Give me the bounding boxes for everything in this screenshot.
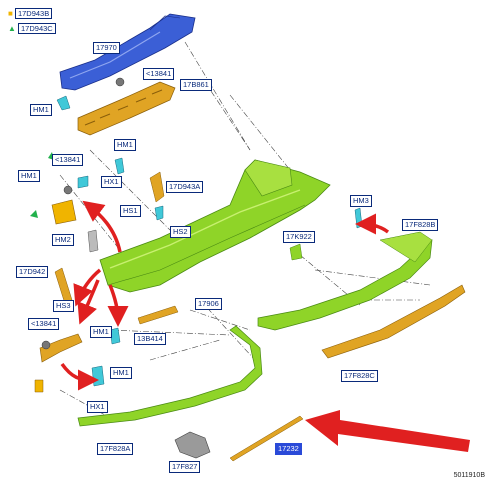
part-label-17K922[interactable]: 17K922 bbox=[283, 231, 315, 243]
part-label-13841-a[interactable]: <13841 bbox=[143, 68, 175, 80]
impact-beam bbox=[59, 13, 196, 91]
part-label-HM1-b[interactable]: HM1 bbox=[114, 139, 136, 151]
part-label-HS3[interactable]: HS3 bbox=[53, 300, 74, 312]
moulding-lower bbox=[77, 325, 263, 427]
trim-strip bbox=[229, 415, 304, 462]
part-label-17F827[interactable]: 17F827 bbox=[169, 461, 201, 473]
part-label-17D943A[interactable]: 17D943A bbox=[166, 181, 204, 193]
diagram-code: 5011910B bbox=[453, 472, 485, 479]
part-label-HM1-a[interactable]: HM1 bbox=[30, 104, 52, 116]
part-label-HX1-a[interactable]: HX1 bbox=[101, 176, 122, 188]
legend-square-code[interactable]: 17D943B bbox=[14, 8, 53, 19]
legend-square-row: ■ 17D943B bbox=[8, 8, 53, 19]
part-label-HX1-b[interactable]: HX1 bbox=[87, 401, 108, 413]
legend-triangle-row: ▲ 17D943C bbox=[8, 23, 56, 34]
lower-strip-orange bbox=[321, 284, 466, 359]
part-label-HM1-d[interactable]: HM1 bbox=[90, 326, 112, 338]
part-label-HM1-e[interactable]: HM1 bbox=[110, 367, 132, 379]
leader-lines bbox=[59, 41, 431, 416]
part-label-HS2[interactable]: HS2 bbox=[170, 226, 191, 238]
part-label-17F828C[interactable]: 17F828C bbox=[341, 370, 378, 382]
square-icon: ■ bbox=[8, 9, 13, 18]
part-label-HM3[interactable]: HM3 bbox=[350, 195, 372, 207]
part-label-17906[interactable]: 17906 bbox=[195, 298, 222, 310]
energy-absorber bbox=[77, 81, 176, 136]
part-label-17232[interactable]: 17232 bbox=[275, 443, 302, 455]
reflector-strip bbox=[137, 305, 179, 325]
part-label-17970[interactable]: 17970 bbox=[93, 42, 120, 54]
large-arrow bbox=[305, 410, 470, 452]
part-label-17F828B[interactable]: 17F828B bbox=[402, 219, 439, 231]
part-label-13B414[interactable]: 13B414 bbox=[134, 333, 166, 345]
part-label-17F828A[interactable]: 17F828A bbox=[97, 443, 134, 455]
part-label-17B861[interactable]: 17B861 bbox=[180, 79, 212, 91]
bumper-cover bbox=[99, 159, 331, 293]
part-label-13841-c[interactable]: <13841 bbox=[28, 318, 60, 330]
legend-triangle-code[interactable]: 17D943C bbox=[18, 23, 56, 34]
part-label-HM1-c[interactable]: HM1 bbox=[18, 170, 40, 182]
triangle-icon: ▲ bbox=[8, 24, 16, 33]
red-arrows bbox=[60, 200, 390, 391]
grey-bracket bbox=[174, 431, 211, 459]
part-label-17D942[interactable]: 17D942 bbox=[16, 266, 49, 278]
part-label-HM2[interactable]: HM2 bbox=[52, 234, 74, 246]
part-label-HS1[interactable]: HS1 bbox=[120, 205, 141, 217]
moulding-right bbox=[257, 239, 433, 331]
part-label-13841-b[interactable]: <13841 bbox=[52, 154, 84, 166]
